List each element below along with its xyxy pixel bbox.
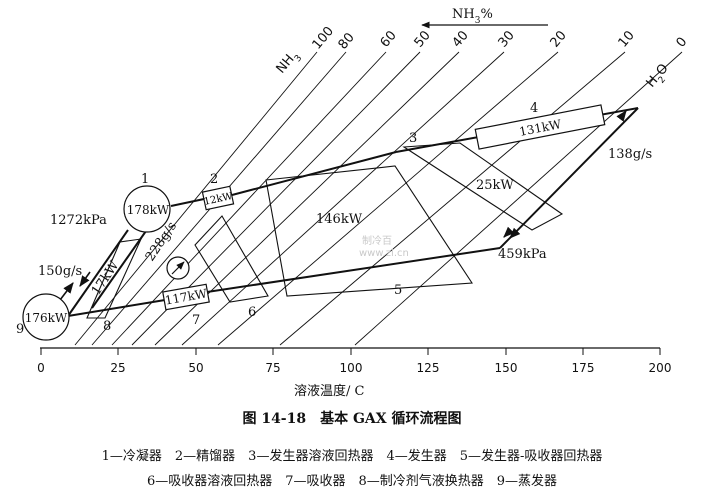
nh3-percent-label: NH3% [452, 7, 493, 26]
heat-exchanger-shapes [86, 142, 564, 319]
nh3-percent-indicator: NH3% [421, 7, 548, 29]
x-tick-75: 75 [265, 361, 280, 375]
refrigerant-hx-number: 8 [103, 319, 111, 334]
iso-label-30: 30 [496, 28, 518, 50]
condenser-number: 1 [141, 172, 149, 187]
abs-solution-hx-number: 6 [248, 305, 256, 320]
svg-text:www.zl.cn: www.zl.cn [359, 248, 409, 259]
evaporator-number: 9 [16, 322, 24, 337]
legend-line-1: 1—冷凝器 2—精馏器 3—发生器溶液回热器 4—发生器 5—发生器-吸收器回热… [102, 448, 603, 464]
generator-number: 4 [530, 101, 538, 116]
iso-label-50: 50 [412, 28, 434, 50]
x-axis-label: 溶液温度/ C [294, 383, 365, 399]
x-tick-0: 0 [37, 361, 45, 375]
nh3-iso-label: NH3 [274, 48, 305, 80]
figure-caption: 图 14-18 基本 GAX 循环流程图 1—冷凝器 2—精馏器 3—发生器溶液… [102, 410, 603, 489]
rectifier-box: 12kW [201, 185, 234, 211]
h2o-iso-label: H2O [644, 61, 675, 93]
x-axis: 0 25 50 75 100 125 150 175 200 溶液温度/ C [37, 347, 672, 399]
absorber-number: 7 [192, 313, 200, 328]
legend-line-2: 6—吸收器溶液回热器 7—吸收器 8—制冷剂气液换热器 9—蒸发器 [147, 473, 557, 489]
x-tick-50: 50 [188, 361, 203, 375]
iso-label-40: 40 [450, 28, 472, 50]
x-tick-200: 200 [649, 361, 672, 375]
weak-flow-label: 138g/s [608, 147, 652, 162]
iso-label-60: 60 [378, 28, 400, 50]
gax-hx-number: 5 [394, 283, 402, 298]
iso-line-labels: 100 80 60 50 40 30 20 10 0 NH3 H2O [274, 24, 691, 93]
x-tick-25: 25 [110, 361, 125, 375]
high-pressure-label: 1272kPa [50, 213, 107, 228]
rectifier-number: 2 [210, 172, 218, 187]
vapor-flow-label: 150g/s [38, 264, 82, 279]
x-tick-150: 150 [495, 361, 518, 375]
iso-label-20: 20 [548, 28, 570, 50]
svg-text:制冷百: 制冷百 [362, 234, 392, 247]
condenser-duty: 178kW [127, 203, 170, 217]
evaporator-duty: 176kW [25, 311, 68, 325]
iso-label-10: 10 [616, 28, 638, 50]
gax-hx-duty: 146kW [316, 212, 363, 227]
gen-solution-hx-duty: 25kW [476, 178, 514, 193]
generator-box: 131kW [474, 104, 606, 150]
absorber-box: 117kW [162, 283, 210, 311]
x-tick-100: 100 [340, 361, 363, 375]
pump [166, 256, 190, 280]
x-tick-175: 175 [572, 361, 595, 375]
iso-label-0: 0 [674, 35, 691, 51]
iso-label-80: 80 [336, 30, 358, 52]
figure-title: 图 14-18 基本 GAX 循环流程图 [242, 410, 461, 427]
component-numbers: 1 2 3 4 5 6 7 8 9 [16, 101, 538, 337]
evaporator: 176kW [22, 293, 70, 341]
watermark: 制冷百 www.zl.cn [359, 234, 409, 259]
x-tick-125: 125 [417, 361, 440, 375]
iso-label-100: 100 [310, 24, 337, 53]
condenser: 178kW [123, 185, 171, 233]
gen-solution-hx-number: 3 [409, 131, 417, 146]
low-pressure-label: 459kPa [498, 247, 547, 262]
